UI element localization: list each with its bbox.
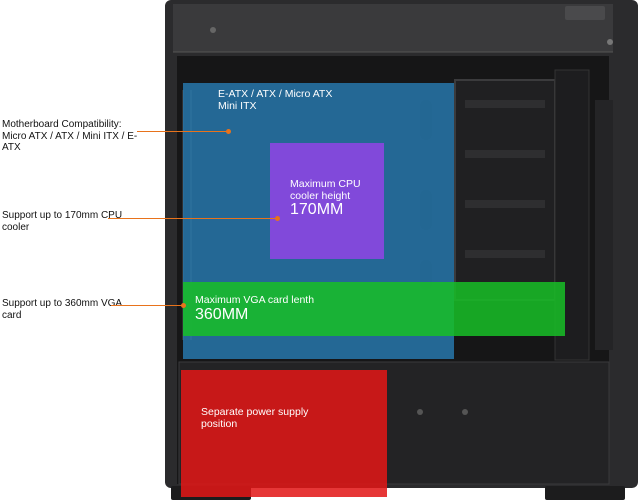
vga-zone-value: 360MM — [195, 306, 249, 323]
psu-zone: Separate power supply position — [181, 370, 387, 497]
psu-zone-label: Separate power supply position — [201, 406, 309, 431]
leader-line-vga — [111, 305, 183, 306]
leader-dot-cpu — [275, 216, 280, 221]
leader-dot-motherboard — [226, 129, 231, 134]
motherboard-zone-label: E-ATX / ATX / Micro ATX Mini ITX — [218, 88, 333, 113]
cpu-zone-value: 170MM — [290, 201, 344, 218]
top-panel — [173, 4, 613, 52]
case-foot-right — [545, 486, 625, 500]
leader-line-cpu — [108, 218, 277, 219]
cpu-cooler-zone: Maximum CPU cooler height 170MM — [270, 143, 384, 259]
callout-vga: Support up to 360mm VGA card — [2, 298, 122, 321]
callout-motherboard: Motherboard Compatibility: Micro ATX / A… — [2, 119, 138, 153]
vga-zone-label: Maximum VGA card lenth — [195, 294, 315, 306]
screw-icon — [607, 39, 613, 45]
front-io-tab — [565, 6, 605, 20]
screw-icon — [210, 27, 216, 33]
vga-zone: Maximum VGA card lenth 360MM — [183, 282, 565, 336]
front-bezel — [595, 100, 613, 350]
callout-cpu: Support up to 170mm CPU cooler — [2, 210, 123, 233]
drive-cage — [454, 79, 556, 301]
leader-dot-vga — [181, 303, 186, 308]
cpu-zone-label: Maximum CPU cooler height — [290, 178, 361, 203]
leader-line-motherboard — [137, 131, 228, 132]
